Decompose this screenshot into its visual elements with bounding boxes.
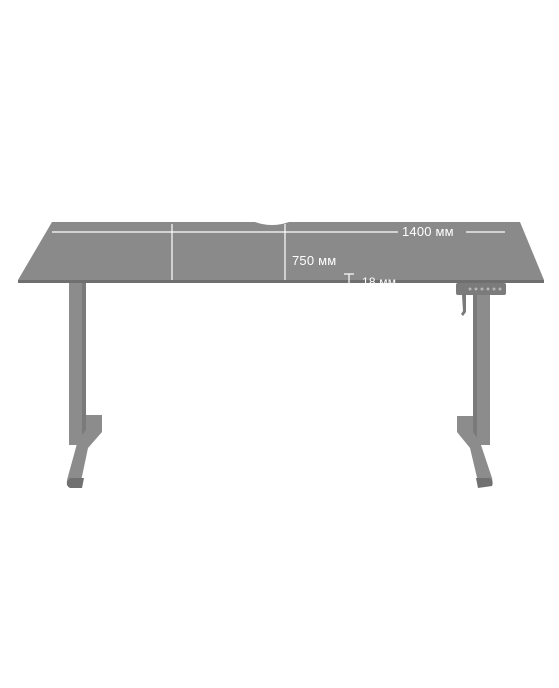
control-panel-buttons	[468, 287, 502, 291]
left-foot-base	[66, 478, 84, 488]
thickness-dimension-label: 18 мм	[362, 275, 397, 289]
right-foot	[457, 416, 493, 486]
depth-dimension-label: 750 мм	[292, 253, 337, 268]
left-foot	[66, 415, 102, 486]
desktop-surface	[18, 222, 544, 280]
side-hook	[461, 295, 466, 316]
right-leg-shade	[473, 295, 477, 445]
right-foot-base	[476, 478, 493, 488]
desktop-edge	[18, 280, 544, 283]
left-leg-shade	[82, 283, 86, 445]
left-leg	[69, 283, 86, 445]
right-leg	[473, 295, 490, 445]
width-dimension-label: 1400 мм	[402, 224, 454, 239]
